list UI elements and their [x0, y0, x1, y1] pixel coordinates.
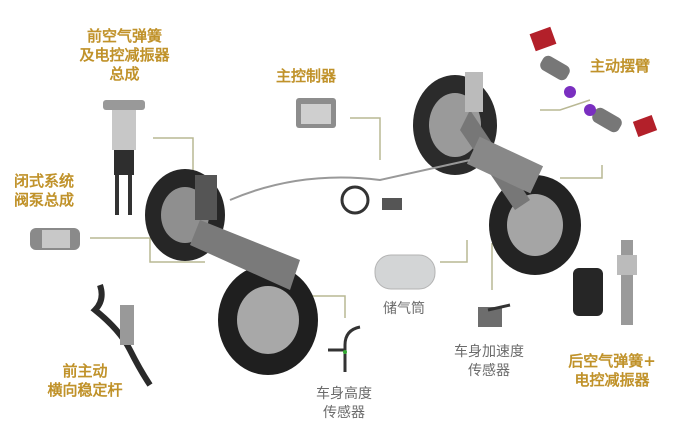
rear-axle: [413, 72, 581, 275]
label-line: 传感器: [468, 363, 510, 379]
label-line: 主控制器: [276, 67, 337, 85]
label-line: 总成: [109, 65, 140, 83]
label-rear-air-spring: 后空气弹簧+ 电控减振器: [556, 352, 668, 390]
label-closed-valve-pump: 闭式系统 阀泵总成: [14, 172, 74, 210]
label-front-air-spring: 前空气弹簧 及电控减振器 总成: [62, 27, 187, 84]
main-controller-image: [296, 98, 336, 128]
label-line: 电控减振器: [574, 371, 650, 389]
label-body-accel-sensor: 车身加速度 传感器: [449, 343, 529, 381]
label-line: 储气筒: [383, 301, 425, 317]
label-line: 车身加速度: [454, 344, 524, 360]
valve-pump-image: [30, 228, 80, 250]
stabilizer-bar-image: [90, 284, 153, 387]
label-main-controller: 主控制器: [276, 67, 336, 86]
label-body-height-sensor: 车身高度 传感器: [310, 385, 378, 423]
active-swing-arm-image: [529, 26, 658, 137]
label-line: 及电控减振器: [79, 46, 170, 64]
label-front-active-stabilizer: 前主动 横向稳定杆: [42, 362, 128, 400]
label-line: 车身高度: [316, 386, 372, 402]
label-line: 主动摆臂: [590, 57, 651, 75]
label-line: 闭式系统: [14, 172, 75, 190]
label-air-reservoir: 储气筒: [383, 300, 425, 319]
label-line: 前主动: [62, 362, 108, 380]
air-reservoir-image: [374, 254, 436, 290]
label-line: 阀泵总成: [14, 191, 75, 209]
label-line: 横向稳定杆: [47, 381, 123, 399]
label-line: 前空气弹簧: [86, 27, 162, 45]
accel-sensor-image: [478, 303, 511, 327]
label-line: 后空气弹簧+: [568, 352, 656, 370]
height-sensor-image: [328, 325, 361, 372]
rear-air-spring-image: [573, 240, 637, 325]
label-line: 传感器: [323, 405, 365, 421]
label-active-swing-arm: 主动摆臂: [590, 57, 650, 76]
front-air-spring-image: [103, 100, 145, 215]
front-axle: [145, 159, 471, 375]
